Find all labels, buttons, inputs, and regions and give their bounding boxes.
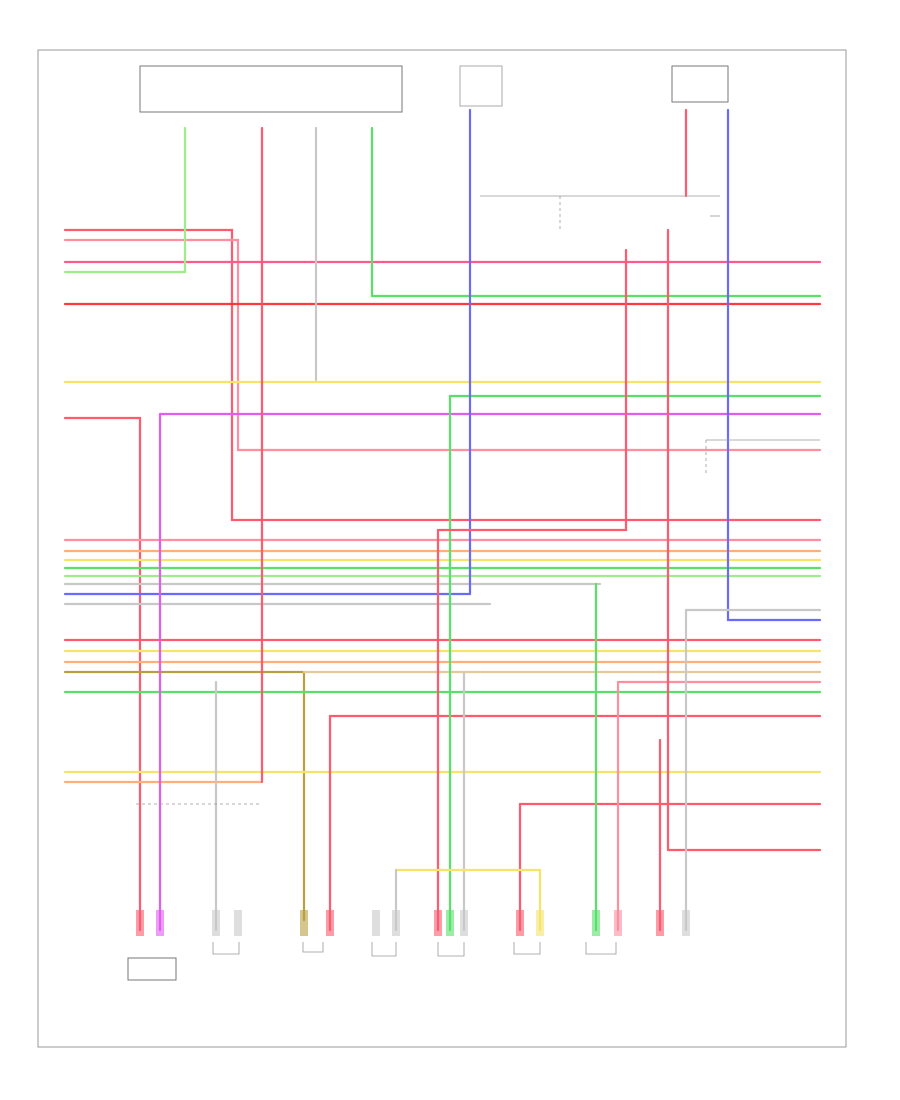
cluster-module [671, 65, 729, 103]
splice-box [459, 65, 503, 107]
connector-brackets [212, 942, 617, 957]
harness-wires [63, 126, 822, 932]
fuel-sender-box [127, 957, 177, 981]
diagram-frame [37, 49, 847, 1048]
vertical-wires [158, 108, 822, 932]
splice-lines [136, 195, 820, 805]
pcm-module [139, 65, 403, 113]
bottom-connector-pins [136, 910, 690, 936]
